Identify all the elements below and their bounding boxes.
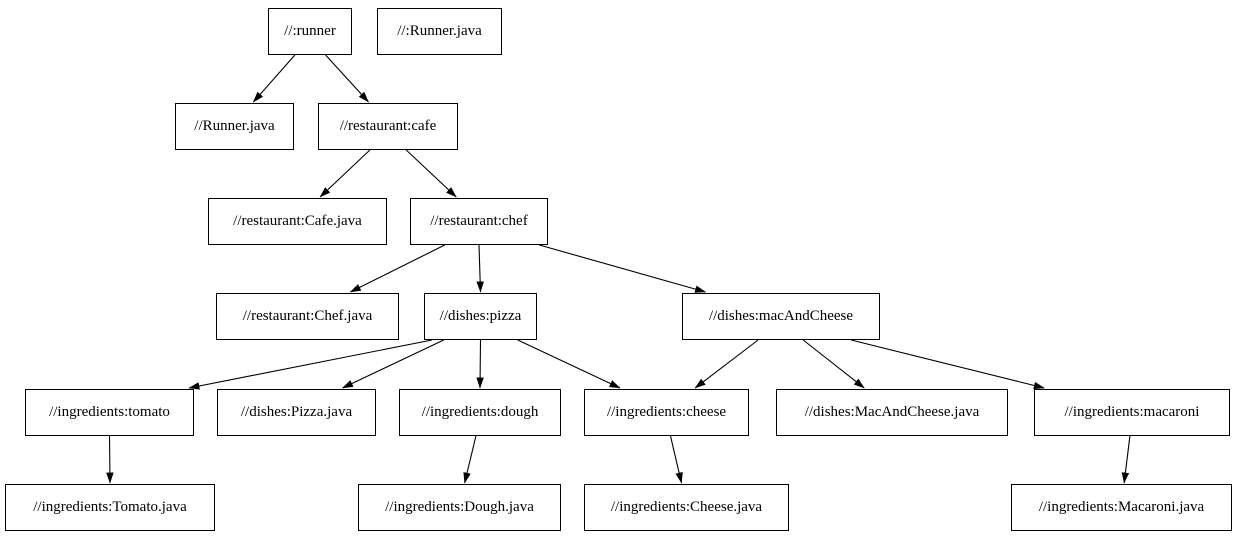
- graph-edge-pizza-to-pizza-java: [342, 339, 444, 389]
- graph-node-pizza-java: //dishes:Pizza.java: [217, 389, 376, 436]
- graph-edge-cafe-to-chef: [405, 149, 457, 198]
- graph-node-chef: //restaurant:chef: [410, 198, 548, 245]
- graph-edge-mac-and-cheese-to-macaroni: [851, 339, 1045, 390]
- graph-node-cheese: //ingredients:cheese: [584, 389, 749, 436]
- graph-edge-chef-to-chef-java: [349, 244, 445, 293]
- graph-edge-macaroni-to-macaroni-java: [1121, 435, 1131, 484]
- graph-edge-chef-to-mac-and-cheese: [539, 244, 707, 293]
- graph-edge-runner-to-cafe: [325, 54, 369, 103]
- graph-node-macaroni-java: //ingredients:Macaroni.java: [1011, 484, 1232, 531]
- graph-node-mac-and-cheese-java: //dishes:MacAndCheese.java: [776, 389, 1008, 436]
- graph-edge-tomato-to-tomato-java: [106, 435, 114, 484]
- graph-edge-pizza-to-cheese: [517, 339, 621, 389]
- graph-edge-mac-and-cheese-to-cheese: [694, 339, 759, 389]
- graph-edge-chef-to-pizza: [476, 244, 484, 293]
- graph-node-dough: //ingredients:dough: [399, 389, 561, 436]
- graph-edge-dough-to-dough-java: [463, 435, 477, 484]
- graph-node-mac-and-cheese: //dishes:macAndCheese: [682, 293, 880, 340]
- graph-node-dough-java: //ingredients:Dough.java: [358, 484, 561, 531]
- graph-node-macaroni: //ingredients:macaroni: [1034, 389, 1230, 436]
- graph-node-chef-java: //restaurant:Chef.java: [216, 293, 399, 340]
- graph-node-pizza: //dishes:pizza: [424, 293, 537, 340]
- graph-node-cheese-java: //ingredients:Cheese.java: [584, 484, 789, 531]
- graph-edge-cheese-to-cheese-java: [669, 435, 683, 484]
- graph-edge-pizza-to-dough: [476, 339, 484, 389]
- graph-edge-pizza-to-tomato: [188, 339, 433, 390]
- graph-edge-runner-to-runner-java: [252, 54, 296, 103]
- graph-node-cafe-java: //restaurant:Cafe.java: [208, 198, 387, 245]
- graph-node-runner: //:runner: [268, 8, 352, 55]
- graph-node-cafe: //restaurant:cafe: [318, 103, 458, 150]
- graph-edge-cafe-to-cafe-java: [319, 149, 371, 198]
- graph-node-runner-java: //Runner.java: [175, 103, 294, 150]
- graph-node-tomato-java: //ingredients:Tomato.java: [5, 484, 215, 531]
- graph-node-runner-java-src: //:Runner.java: [377, 8, 502, 55]
- graph-node-tomato: //ingredients:tomato: [25, 389, 194, 436]
- graph-edge-mac-and-cheese-to-mac-and-cheese-java: [802, 339, 865, 389]
